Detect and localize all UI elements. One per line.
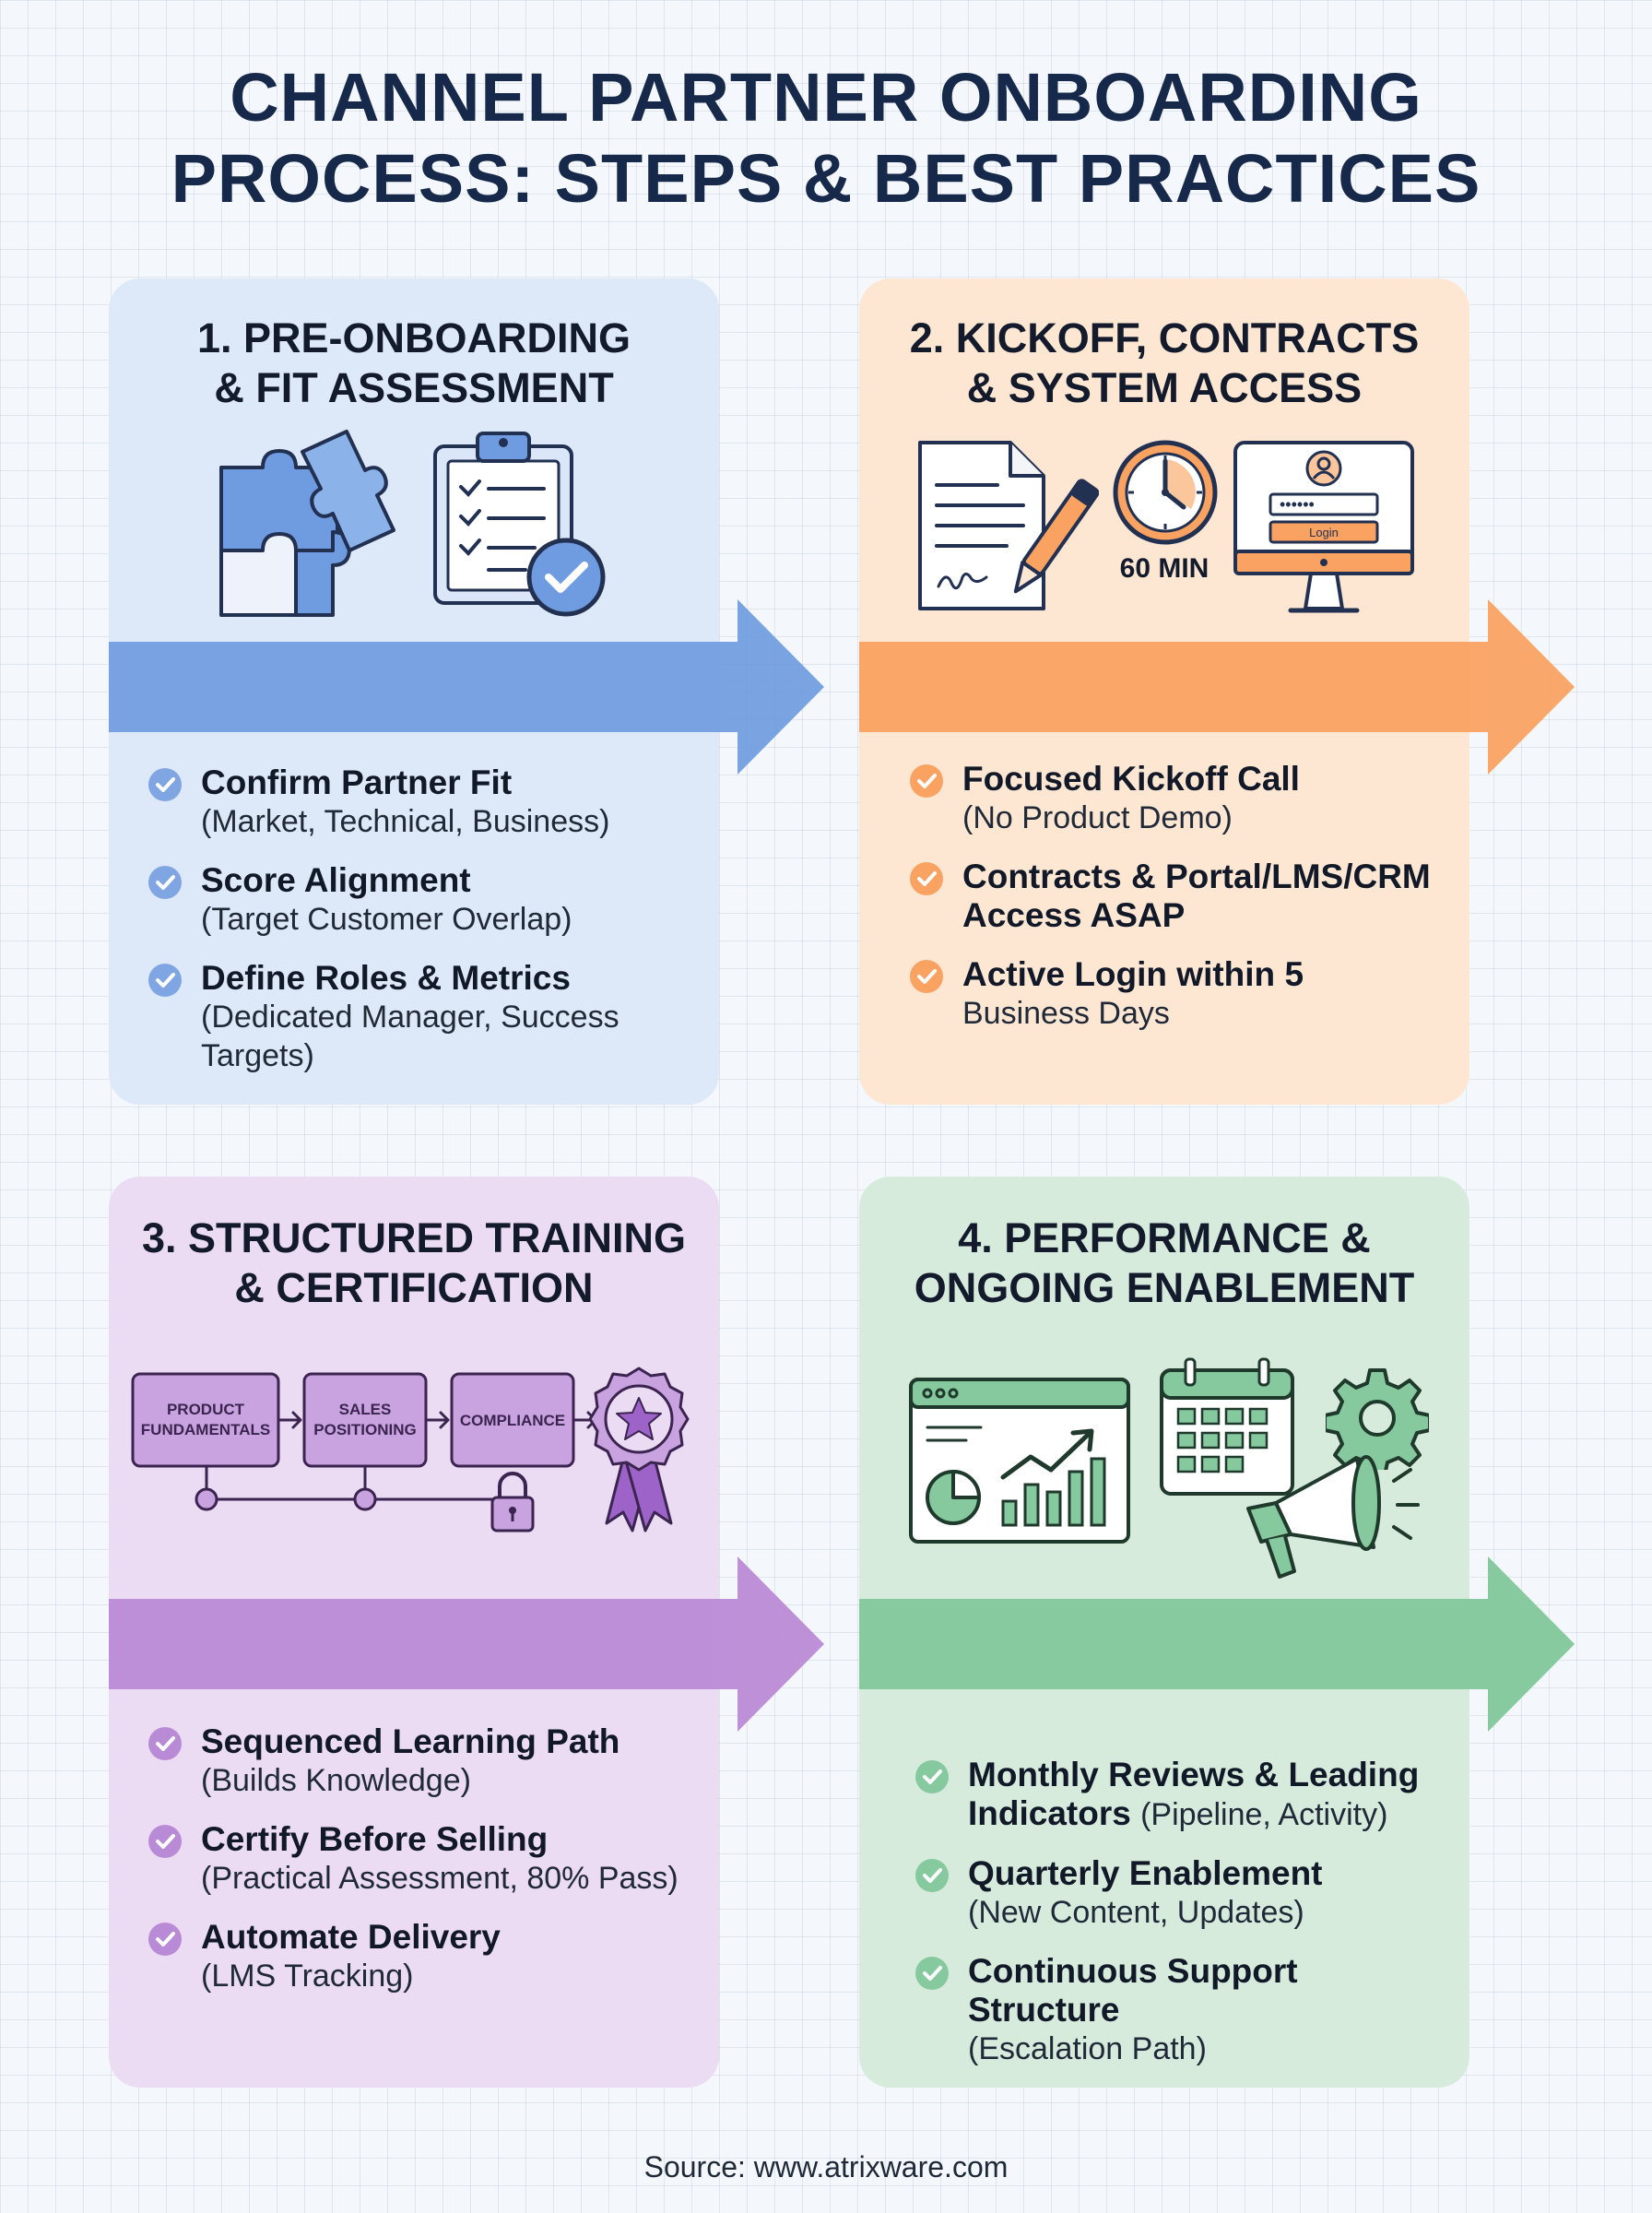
title-line-1: CHANNEL PARTNER ONBOARDING [230,59,1422,136]
step-bullets: Focused Kickoff Call (No Product Demo) C… [909,760,1453,1053]
list-item: Define Roles & Metrics (Dedicated Manage… [148,959,701,1075]
page-title: CHANNEL PARTNER ONBOARDING PROCESS: STEP… [0,57,1652,219]
lock-icon [490,1472,535,1533]
calendar-icon [1160,1357,1294,1496]
check-circle-icon [910,862,943,895]
step-arrow-3 [109,1556,824,1732]
step-arrow-1 [109,599,824,775]
list-item: Score Alignment (Target Customer Overlap… [148,861,701,939]
step-icons [859,1357,1469,1579]
step-arrow-2 [859,599,1575,775]
check-circle-icon [148,768,182,801]
check-circle-icon [915,1957,949,1990]
step-bullets: Monthly Reviews & Leading Indicators (Pi… [914,1756,1458,2089]
path-box-3-label: COMPLIANCE [460,1412,565,1429]
path-box-2-line-2: POSITIONING [313,1421,416,1438]
step-arrow-4 [859,1556,1575,1732]
check-circle-icon [910,764,943,798]
list-item: Monthly Reviews & Leading Indicators (Pi… [914,1756,1458,1834]
dashboard-chart-icon [909,1378,1130,1544]
check-circle-icon [148,964,182,997]
path-box-1-line-2: FUNDAMENTALS [141,1421,270,1438]
list-item: Active Login within 5 Business Days [909,955,1453,1033]
clock-duration-label: 60 MIN [1119,553,1210,584]
check-circle-icon [148,866,182,899]
check-circle-icon [148,1923,182,1956]
clipboard-checklist-icon [433,432,606,617]
megaphone-icon [1246,1455,1420,1579]
step-title: 4. PERFORMANCE & ONGOING ENABLEMENT [914,1214,1415,1311]
gear-icon [1326,1368,1429,1470]
list-item: Certify Before Selling (Practical Assess… [148,1820,701,1898]
step-bullets: Sequenced Learning Path (Builds Knowledg… [148,1722,701,2016]
login-button-label: Login [1309,526,1339,539]
password-dots: •••••• [1280,495,1315,514]
check-circle-icon [910,960,943,993]
list-item: Confirm Partner Fit (Market, Technical, … [148,763,701,841]
learning-path-icon: PRODUCT FUNDAMENTALS SALES POSITIONING C… [131,1367,690,1533]
check-circle-icon [915,1859,949,1892]
step-icons [109,426,719,629]
puzzle-icon [219,430,395,617]
step-bullets: Confirm Partner Fit (Market, Technical, … [148,763,701,1095]
list-item: Contracts & Portal/LMS/CRM Access ASAP [909,858,1453,935]
title-line-2: PROCESS: STEPS & BEST PRACTICES [171,140,1481,217]
list-item: Quarterly Enablement (New Content, Updat… [914,1854,1458,1932]
award-badge-icon [588,1367,690,1533]
step-icons: 60 MIN •••••• Login [859,437,1469,621]
step-title: 1. PRE-ONBOARDING & FIT ASSESSMENT [196,314,631,411]
list-item: Focused Kickoff Call (No Product Demo) [909,760,1453,837]
source-credit: Source: www.atrixware.com [643,2150,1009,2183]
check-circle-icon [148,1825,182,1858]
clock-icon [1113,440,1218,545]
path-box-1-line-1: PRODUCT [167,1401,245,1418]
step-title: 2. KICKOFF, CONTRACTS & SYSTEM ACCESS [909,314,1420,411]
monitor-login-icon: •••••• Login [1233,441,1414,613]
check-circle-icon [915,1760,949,1793]
check-circle-icon [148,1727,182,1760]
list-item: Continuous Support Structure (Escalation… [914,1952,1458,2068]
path-box-2-line-1: SALES [339,1401,392,1418]
step-title: 3. STRUCTURED TRAINING & CERTIFICATION [141,1214,686,1311]
contract-pen-icon [918,441,1099,610]
list-item: Automate Delivery (LMS Tracking) [148,1918,701,1995]
list-item: Sequenced Learning Path (Builds Knowledg… [148,1722,701,1800]
